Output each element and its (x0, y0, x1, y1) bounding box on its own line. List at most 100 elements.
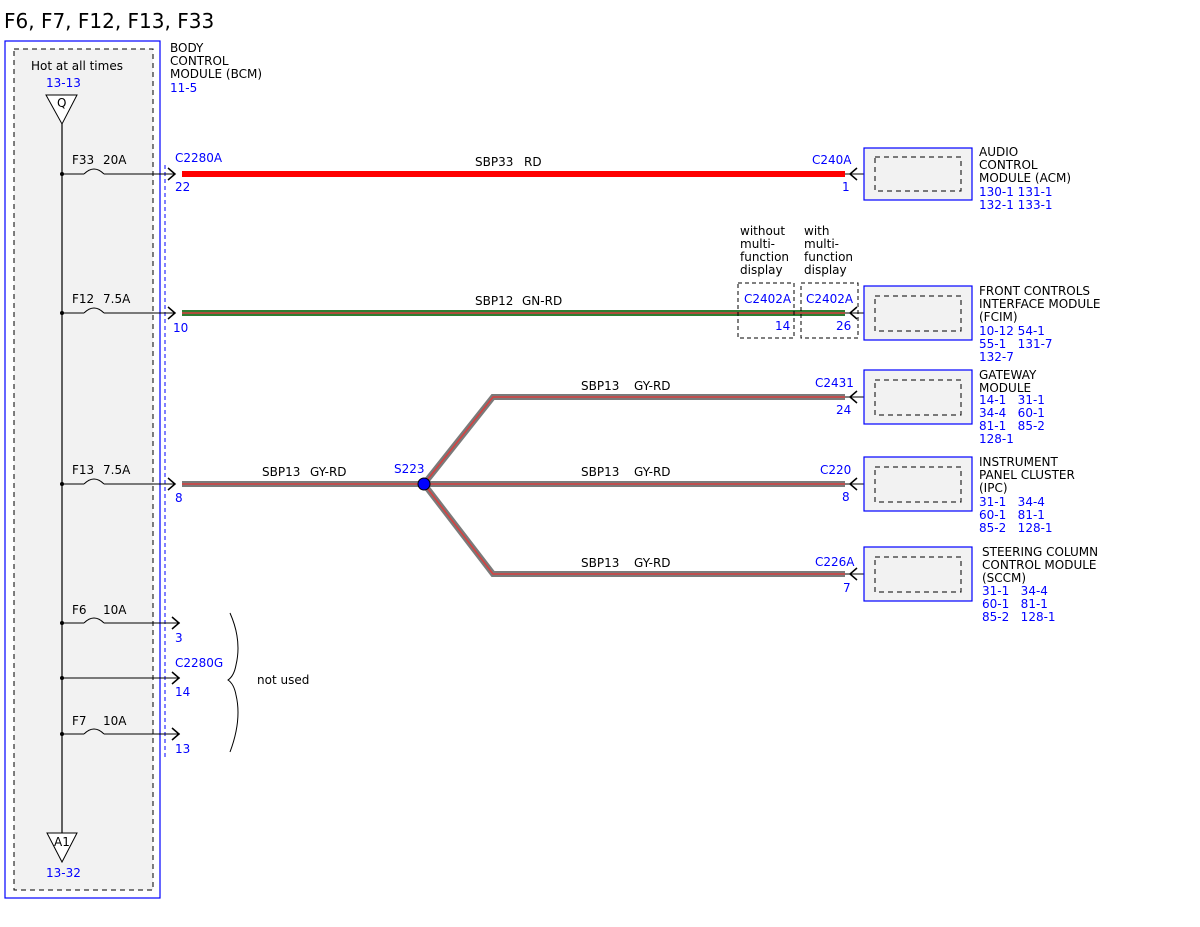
sccm-ref-line-1[interactable]: 31-1 34-4 (982, 584, 1048, 598)
sccm-ref-line-2[interactable]: 60-1 81-1 (982, 597, 1048, 611)
splice-s223-label: S223 (394, 462, 425, 476)
sccm-name-line-1: STEERING COLUMN (982, 545, 1098, 559)
fuse-branch-f12: F12 7.5A 10 (60, 292, 188, 335)
wire-sbp13-sccm-color: GY-RD (634, 556, 671, 570)
gateway-ref-line-3[interactable]: 81-1 85-2 (979, 419, 1045, 433)
fcim-with-line-4: display (804, 263, 847, 277)
wire-sbp33-circuit: SBP33 (475, 155, 513, 169)
acm-name-line-2: CONTROL (979, 158, 1038, 172)
ipc-ref-line-1[interactable]: 31-1 34-4 (979, 495, 1045, 509)
bcm-inner-box (13, 48, 154, 891)
wire-sbp12-circuit: SBP12 (475, 294, 513, 308)
fcim-without-line-1: without (740, 224, 785, 238)
gateway-name-line-2: MODULE (979, 381, 1031, 395)
wire-sbp13-group[interactable] (182, 394, 845, 577)
bcm-name-line-1: BODY (170, 41, 204, 55)
module-fcim (737, 282, 973, 341)
acm-ref-line-2[interactable]: 132-1 133-1 (979, 198, 1053, 212)
ipc-name-line-3: (IPC) (979, 481, 1008, 495)
not-used-brace (227, 612, 239, 753)
sccm-ref-line-3[interactable]: 85-2 128-1 (982, 610, 1056, 624)
fuse-rating-f12: 7.5A (103, 292, 131, 306)
fcim-ref-line-2[interactable]: 55-1 131-7 (979, 337, 1053, 351)
wire-sbp13-ipc-color: GY-RD (634, 465, 671, 479)
fcim-without-pin: 14 (775, 319, 790, 333)
wire-sbp13-gateway-circuit: SBP13 (581, 379, 619, 393)
fuse-branch-f13: F13 7.5A 8 (60, 463, 183, 505)
fuse-name-f12: F12 (72, 292, 94, 306)
fcim-without-line-3: function (740, 250, 789, 264)
page-title: F6, F7, F12, F13, F33 (4, 9, 214, 33)
hot-at-all-times-label: Hot at all times (31, 59, 123, 73)
pin-3: 3 (175, 631, 183, 645)
top-connector-triangle (45, 94, 78, 126)
bottom-connector-triangle (46, 832, 78, 864)
wire-sbp13-main-circuit: SBP13 (262, 465, 300, 479)
fcim-ref-line-3[interactable]: 132-7 (979, 350, 1014, 364)
fuse-name-f33: F33 (72, 153, 94, 167)
gateway-ref-line-4[interactable]: 128-1 (979, 432, 1014, 446)
bcm-ref[interactable]: 11-5 (170, 81, 197, 95)
connector-c2280a[interactable]: C2280A (175, 151, 223, 165)
module-acm (845, 147, 973, 201)
acm-pin: 1 (842, 180, 850, 194)
fuse-branch-f33: F33 20A 22 (60, 153, 190, 194)
wire-sbp13-sccm-circuit: SBP13 (581, 556, 619, 570)
wire-sbp13-main-color: GY-RD (310, 465, 347, 479)
acm-ref-line-1[interactable]: 130-1 131-1 (979, 185, 1053, 199)
fcim-with-line-2: multi- (804, 237, 839, 251)
fuse-rating-f6: 10A (103, 603, 127, 617)
pin-13: 13 (175, 742, 190, 756)
ipc-pin: 8 (842, 490, 850, 504)
gateway-name-line-1: GATEWAY (979, 368, 1037, 382)
gateway-pin: 24 (836, 403, 851, 417)
pin-8: 8 (175, 491, 183, 505)
wire-sbp13-ipc-circuit: SBP13 (581, 465, 619, 479)
fuse-rating-f7: 10A (103, 714, 127, 728)
pin-14: 14 (175, 685, 190, 699)
sccm-name-line-2: CONTROL MODULE (982, 558, 1097, 572)
sccm-connector[interactable]: C226A (815, 555, 855, 569)
fcim-with-pin: 26 (836, 319, 851, 333)
fcim-name-line-3: (FCIM) (979, 310, 1018, 324)
fcim-with-connector[interactable]: C2402A (806, 292, 854, 306)
bcm-name-line-2: CONTROL (170, 54, 229, 68)
fcim-without-line-2: multi- (740, 237, 775, 251)
bottom-ref[interactable]: 13-32 (46, 866, 81, 880)
module-sccm (845, 546, 973, 602)
pin-10: 10 (173, 321, 188, 335)
acm-connector[interactable]: C240A (812, 153, 852, 167)
fuse-name-f7: F7 (72, 714, 87, 728)
pin-22: 22 (175, 180, 190, 194)
module-gateway (845, 369, 973, 425)
fuse-name-f13: F13 (72, 463, 94, 477)
fcim-ref-line-1[interactable]: 10-12 54-1 (979, 324, 1045, 338)
fcim-without-connector[interactable]: C2402A (744, 292, 792, 306)
ipc-connector[interactable]: C220 (820, 463, 851, 477)
ipc-ref-line-2[interactable]: 60-1 81-1 (979, 508, 1045, 522)
module-ipc (845, 456, 973, 512)
wire-sbp12-color: GN-RD (522, 294, 562, 308)
ipc-ref-line-3[interactable]: 85-2 128-1 (979, 521, 1053, 535)
fuse-rating-f33: 20A (103, 153, 127, 167)
branch-pin-14: 14 (60, 671, 190, 699)
fcim-with-line-3: function (804, 250, 853, 264)
acm-name-line-1: AUDIO (979, 145, 1018, 159)
wire-sbp33-color: RD (524, 155, 542, 169)
ipc-name-line-2: PANEL CLUSTER (979, 468, 1075, 482)
splice-s223[interactable] (417, 477, 431, 491)
top-connector-label: Q (57, 96, 66, 110)
fcim-with-line-1: with (804, 224, 829, 238)
ipc-name-line-1: INSTRUMENT (979, 455, 1058, 469)
gateway-ref-line-1[interactable]: 14-1 31-1 (979, 393, 1045, 407)
connector-c2280g[interactable]: C2280G (175, 656, 223, 670)
gateway-connector[interactable]: C2431 (815, 376, 854, 390)
fuse-name-f6: F6 (72, 603, 87, 617)
top-ref[interactable]: 13-13 (46, 76, 81, 90)
wire-sbp13-gateway-color: GY-RD (634, 379, 671, 393)
sccm-pin: 7 (843, 581, 851, 595)
sccm-name-line-3: (SCCM) (982, 571, 1026, 585)
bottom-connector-label: A1 (54, 835, 70, 849)
gateway-ref-line-2[interactable]: 34-4 60-1 (979, 406, 1045, 420)
